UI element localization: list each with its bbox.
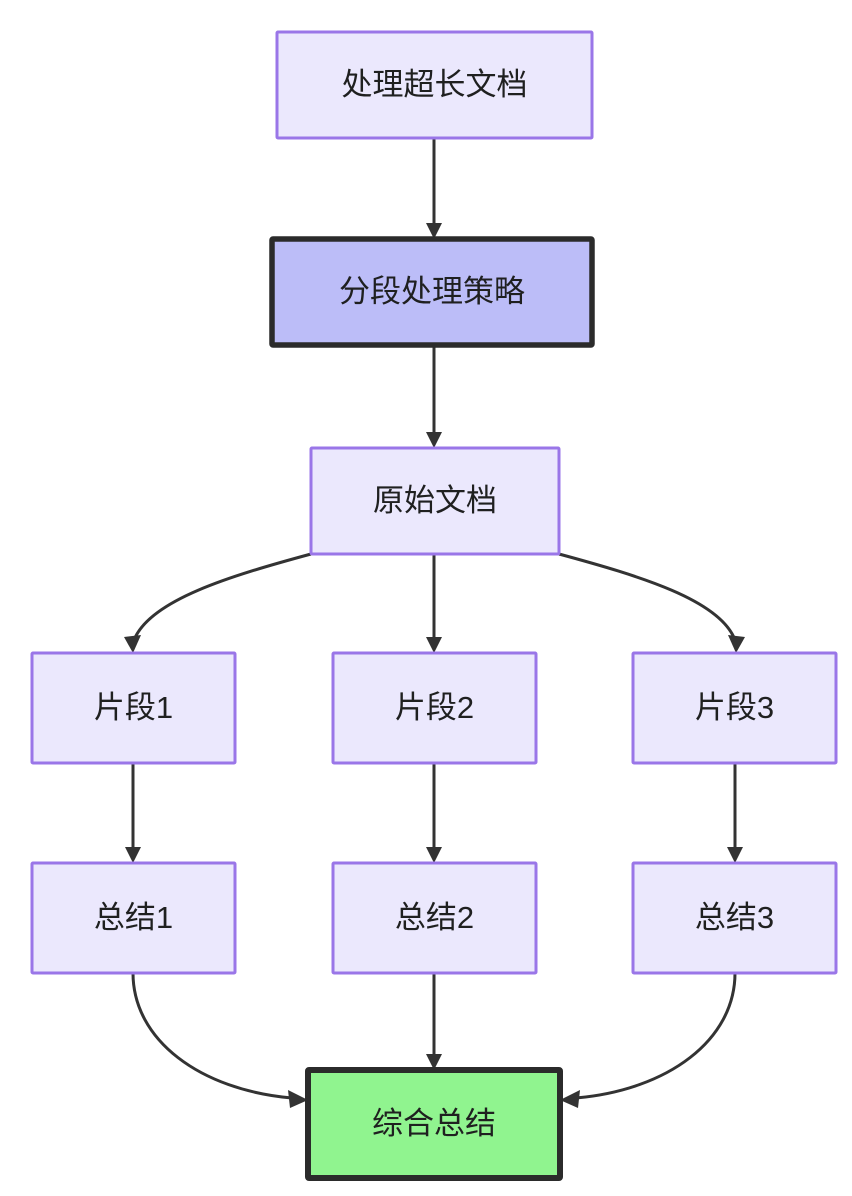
edge-source-to-fragment2 — [426, 554, 442, 653]
node-final-summary[interactable]: 综合总结 — [305, 1067, 563, 1181]
node-process-long-document-box[interactable] — [275, 30, 594, 140]
node-chunking-strategy-box[interactable] — [269, 236, 595, 348]
node-fragment-2-label: 片段2 — [395, 690, 474, 725]
node-final-summary-label: 综合总结 — [372, 1106, 496, 1141]
node-process-long-document[interactable]: 处理超长文档 — [275, 30, 594, 140]
node-layer: 处理超长文档 分段处理策略 原始文档 片段1 片段2 片段3 — [30, 30, 838, 1181]
node-fragment-2[interactable]: 片段2 — [331, 651, 538, 765]
node-fragment-3-label: 片段3 — [695, 690, 774, 725]
node-source-document[interactable]: 原始文档 — [309, 446, 561, 556]
edge-fragment2-to-summary2 — [426, 763, 442, 863]
node-summary-3-label: 总结3 — [695, 900, 774, 935]
node-fragment-2-box[interactable] — [331, 651, 538, 765]
edge-fragment1-to-summary1 — [125, 763, 141, 863]
node-final-summary-box[interactable] — [305, 1067, 563, 1181]
node-summary-2[interactable]: 总结2 — [331, 861, 538, 975]
node-summary-1-box[interactable] — [30, 861, 237, 975]
node-source-document-label: 原始文档 — [373, 483, 497, 518]
edge-summary3-to-final — [560, 972, 737, 1108]
node-fragment-3[interactable]: 片段3 — [631, 651, 838, 765]
node-summary-2-label: 总结2 — [395, 900, 474, 935]
edge-process-to-strategy — [426, 138, 442, 239]
edge-strategy-to-source — [426, 345, 442, 448]
edge-summary2-to-final — [426, 973, 442, 1070]
edge-summary1-to-final — [131, 972, 308, 1108]
edge-fragment3-to-summary3 — [727, 763, 743, 863]
node-summary-1[interactable]: 总结1 — [30, 861, 237, 975]
node-source-document-box[interactable] — [309, 446, 561, 556]
node-summary-3-box[interactable] — [631, 861, 838, 975]
node-chunking-strategy-label: 分段处理策略 — [339, 274, 525, 309]
node-fragment-1-label: 片段1 — [94, 690, 173, 725]
node-summary-2-box[interactable] — [331, 861, 538, 975]
edge-source-to-fragment1 — [124, 552, 312, 653]
node-fragment-1[interactable]: 片段1 — [30, 651, 237, 765]
node-fragment-1-box[interactable] — [30, 651, 237, 765]
edge-layer — [124, 138, 745, 1108]
edge-source-to-fragment3 — [558, 552, 745, 653]
node-summary-1-label: 总结1 — [94, 900, 173, 935]
node-chunking-strategy[interactable]: 分段处理策略 — [269, 236, 595, 348]
node-fragment-3-box[interactable] — [631, 651, 838, 765]
node-summary-3[interactable]: 总结3 — [631, 861, 838, 975]
node-process-long-document-label: 处理超长文档 — [342, 67, 528, 102]
